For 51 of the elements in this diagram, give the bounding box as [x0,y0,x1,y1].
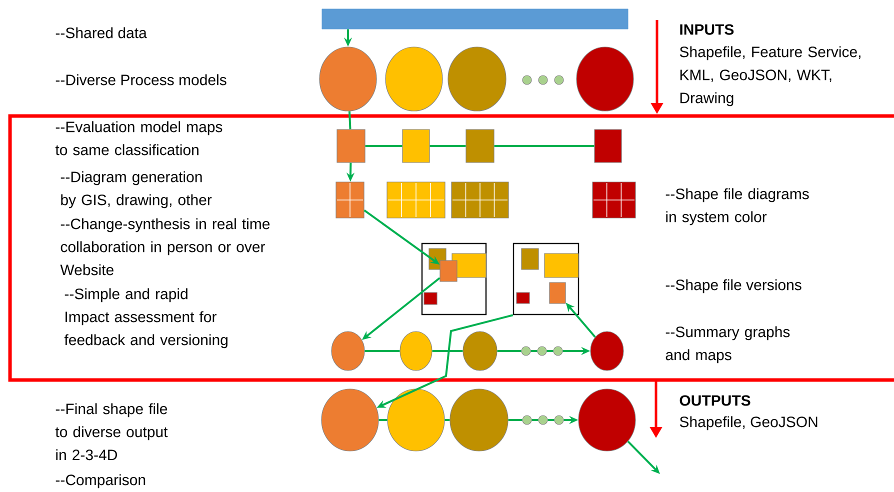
ellipsis-dot [538,75,548,85]
model-circle [448,46,506,112]
data-bar [322,8,628,30]
diagram-grid [592,182,636,218]
diagram-grid [451,182,509,218]
map-square [516,292,530,304]
note-text: --Simple and rapid Impact assessment for feedback and versioning [64,288,228,348]
model-circle [331,331,365,371]
note-text: --Evaluation model maps to same classification [55,121,222,156]
heading: INPUTS [680,24,734,35]
map-square [440,260,458,282]
diagram-grid [386,182,446,218]
note-text: --Comparison [56,474,146,488]
ellipsis-dot [538,415,548,425]
map-square [336,129,366,163]
format-list: Shapefile, GeoJSON [680,416,818,430]
map-square [544,253,579,278]
diagram-grid [336,182,364,218]
ellipsis-dot [537,346,547,356]
map-square [466,129,494,163]
map-square [521,248,539,270]
note-text: --Shape file versions [666,279,802,294]
model-circle [319,46,377,112]
model-circle [578,388,636,452]
model-circle [590,331,624,371]
ellipsis-dot [554,415,564,425]
note-text: --Diverse Process models [56,74,226,86]
map-square [402,129,430,163]
note-text: --Diagram generation by GIS, drawing, other [60,171,212,208]
ellipsis-dot [521,346,531,356]
map-square [424,292,438,305]
model-circle [387,388,445,452]
note-text: --Final shape file to diverse output in 2-3-4D [55,403,168,460]
note-text: --Shape file diagrams in system color [666,188,809,226]
ellipsis-dot [522,75,532,85]
note-text: --Shared data [56,27,147,38]
format-list: Shapefile, Feature Service, KML, GeoJSON, WKT, Drawing [680,46,860,106]
ellipsis-dot [522,415,532,425]
note-text: --Summary graphs and maps [666,326,790,364]
model-circle [385,46,443,112]
map-square [594,129,622,163]
ellipsis-dot [554,75,564,85]
heading: OUTPUTS [680,395,750,406]
map-square [549,282,566,304]
model-circle [400,331,432,371]
model-circle [321,388,379,452]
ellipsis-dot [553,346,563,356]
model-circle [576,46,634,112]
model-circle [450,388,508,452]
model-circle [462,331,498,371]
note-text: --Change-synthesis in real time collaboration in person or over Website [60,218,270,276]
